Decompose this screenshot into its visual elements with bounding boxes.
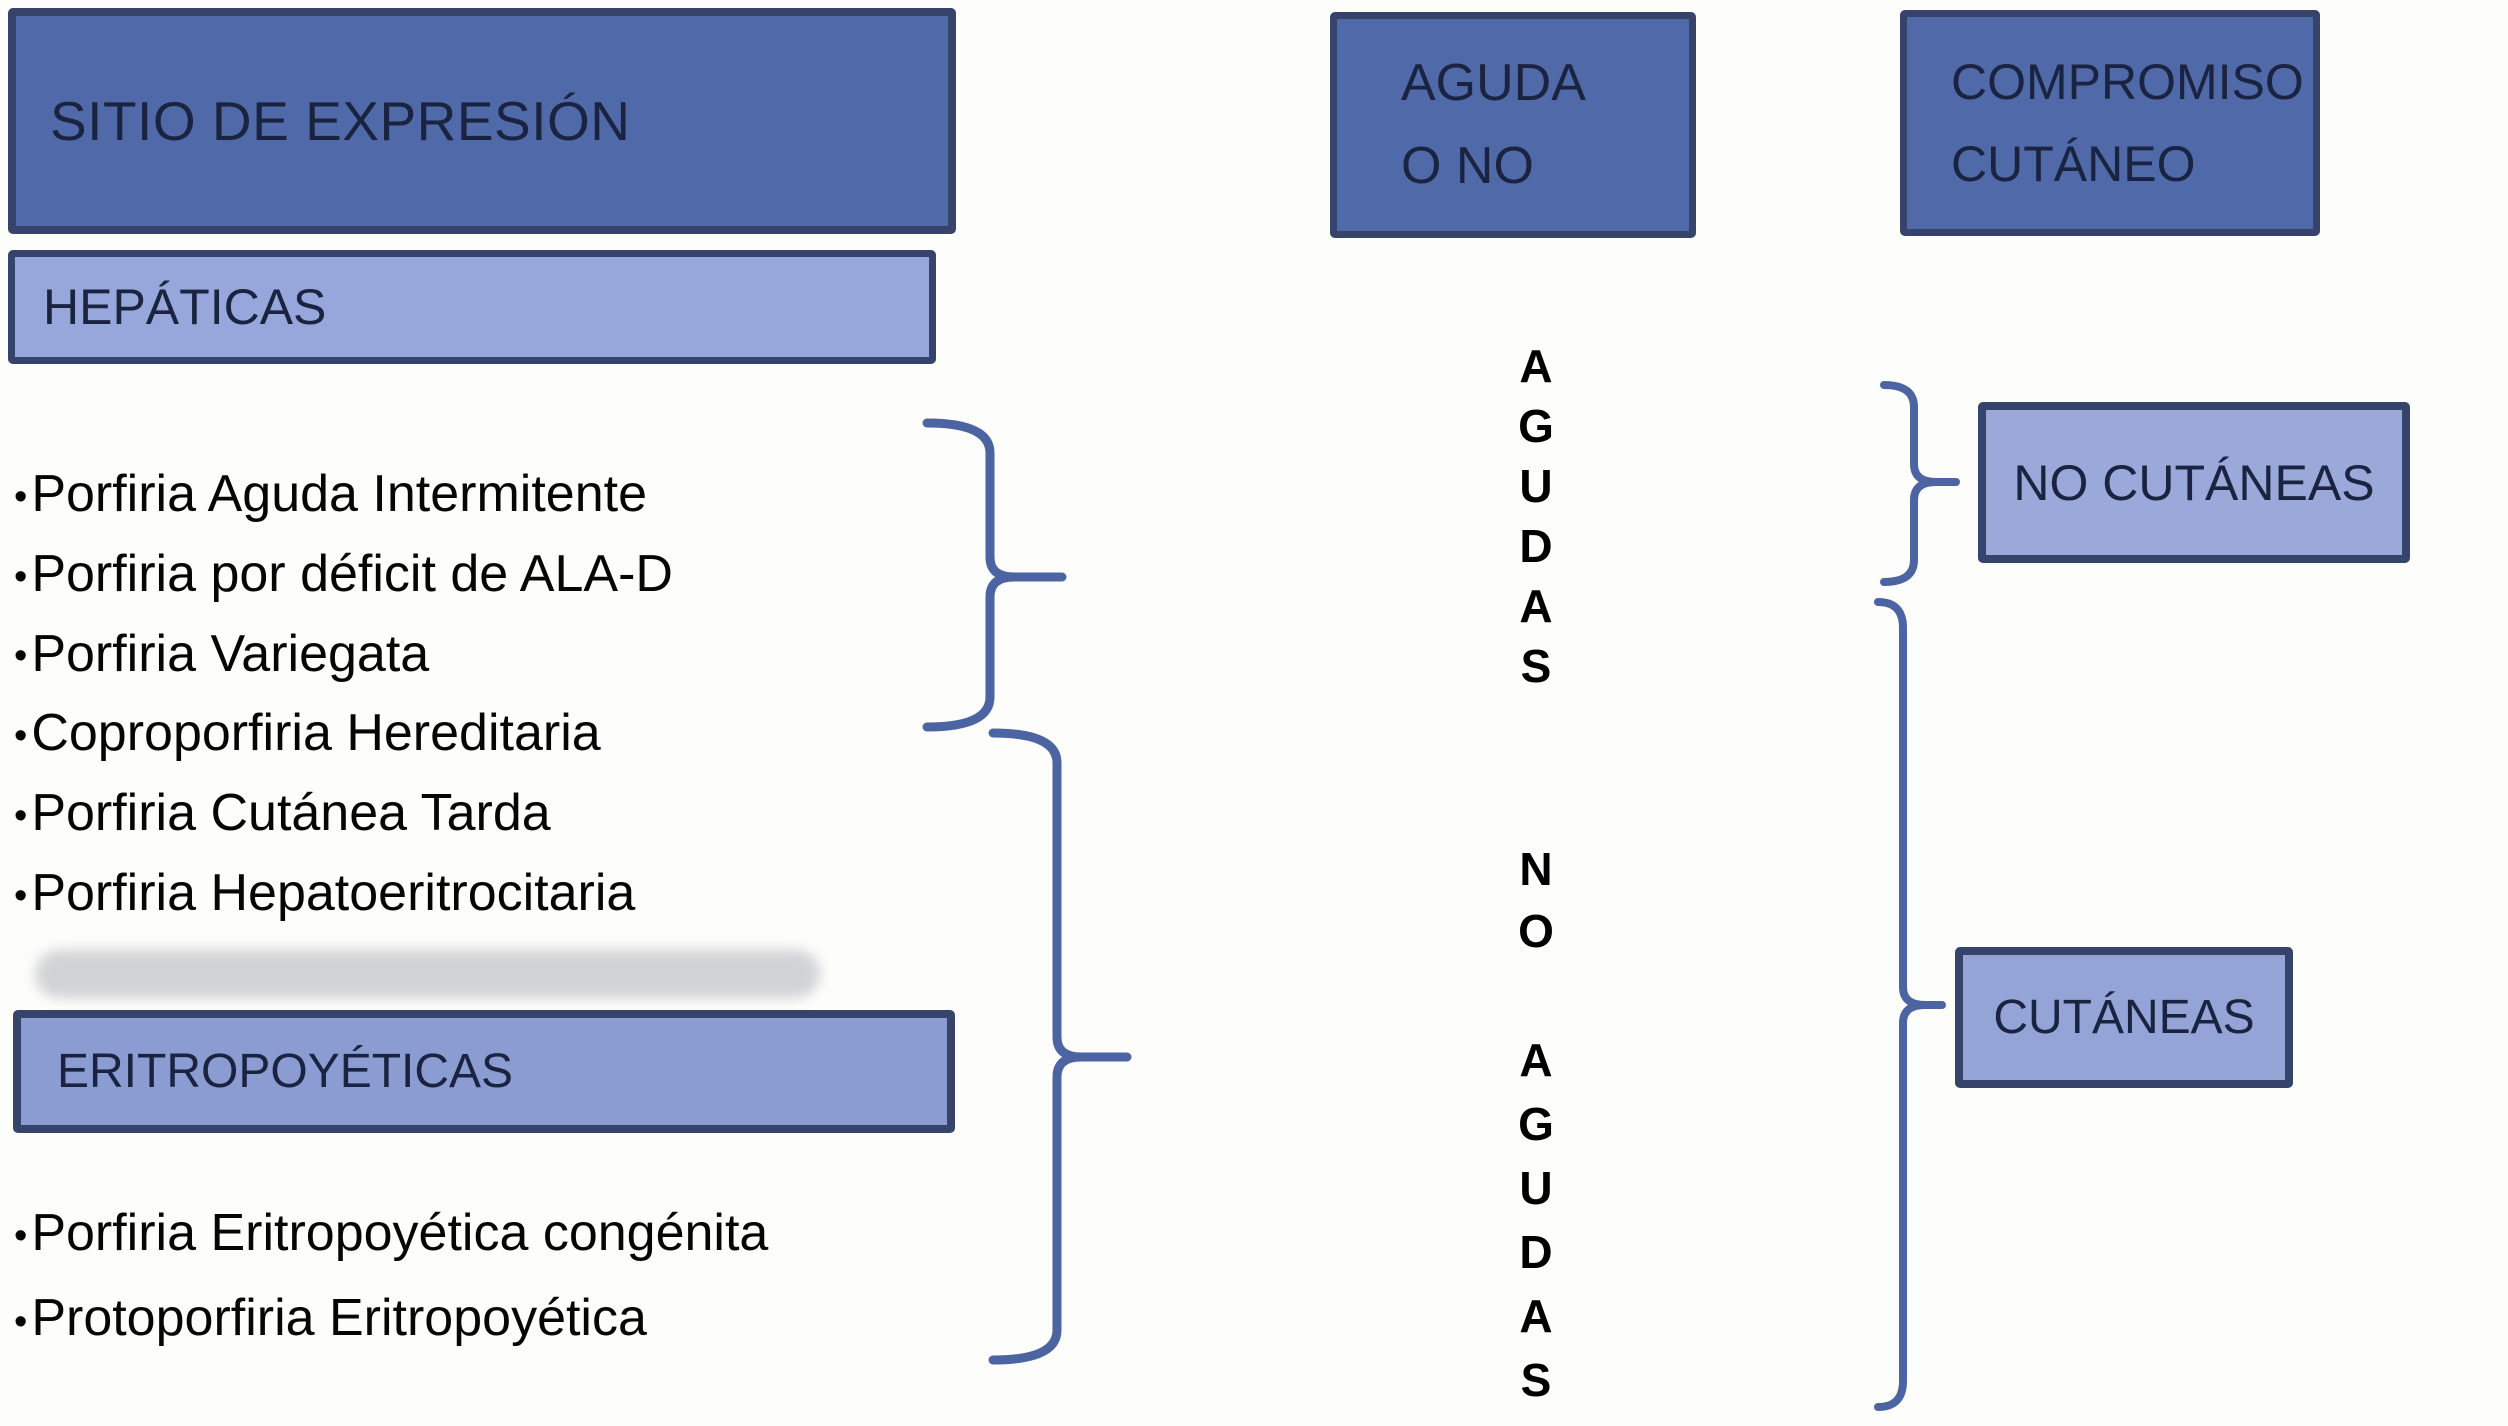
vertical-label-agudas-2: A G U D A S [1518,1034,1554,1406]
list-item: •Porfiria Aguda Intermitente [14,465,647,523]
cutaneous-involvement-label-line2: CUTÁNEO [1951,136,2196,192]
vertical-label-no: N O [1518,843,1554,957]
list-item: •Porfiria Cutánea Tarda [14,784,551,843]
eritropoyeticas-box: ERITROPOYÉTICAS [13,1010,955,1133]
acute-or-not-header-box: AGUDA O NO [1330,12,1696,238]
cutaneous-involvement-header-box: COMPROMISO CUTÁNEO [1900,10,2320,236]
bullet-icon: • [14,1300,28,1343]
list-item: •Porfiria Eritropoyética congénita [14,1204,769,1262]
cutaneas-label: CUTÁNEAS [1993,991,2255,1044]
no-cutaneas-box: NO CUTÁNEAS [1978,402,2410,563]
site-of-expression-header-box: SITIO DE EXPRESIÓN [8,8,956,234]
list-item: •Protoporfiria Eritropoyética [14,1289,647,1348]
list-item: •Porfiria Variegata [14,624,430,683]
no-cutaneas-label: NO CUTÁNEAS [2013,454,2375,511]
bullet-icon: • [14,794,28,837]
bullet-icon: • [14,874,28,917]
erythropoietic-porphyria-list: •Porfiria Eritropoyética congénita •Proto… [14,1192,768,1363]
cutaneas-box: CUTÁNEAS [1955,947,2293,1088]
list-item: •Porfiria Hepatoeritrocitaria [14,863,636,922]
list-item: •Porfiria por déficit de ALA-D [14,544,673,603]
bullet-icon: • [14,635,28,678]
list-item: •Coproporfiria Hereditaria [14,704,601,763]
bullet-icon: • [14,475,28,518]
bullet-icon: • [14,555,28,598]
cutaneous-involvement-label-line1: COMPROMISO [1951,54,2304,110]
eritropoyeticas-label: ERITROPOYÉTICAS [57,1045,514,1098]
brace-acute-group [922,418,1019,732]
faded-band-artifact [35,950,820,998]
bullet-icon: • [14,715,28,758]
acute-or-not-label-line1: AGUDA [1401,54,1586,112]
acute-or-not-label-line2: O NO [1401,137,1534,195]
hepaticas-label: HEPÁTICAS [43,279,327,335]
hepatic-porphyria-list: •Porfiria Aguda Intermitente •Porfiria po… [14,456,673,935]
hepaticas-box: HEPÁTICAS [8,250,936,364]
bullet-icon: • [14,1215,28,1258]
brace-no-cutaneas [1880,381,1940,586]
site-of-expression-label: SITIO DE EXPRESIÓN [50,90,631,152]
brace-nonacute-group [988,728,1086,1365]
vertical-label-agudas: A G U D A S [1518,340,1554,692]
